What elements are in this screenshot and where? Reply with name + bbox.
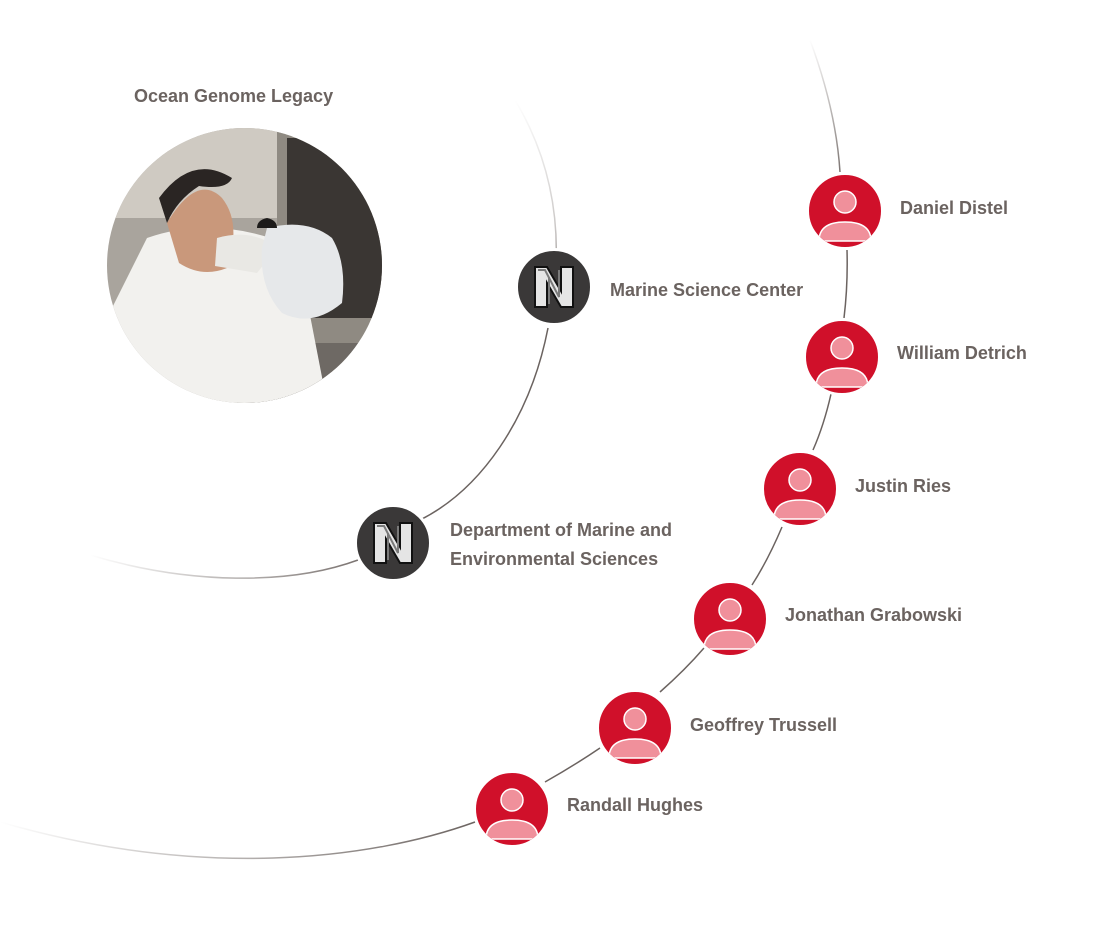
outer-arc-seg-2	[812, 393, 832, 451]
outer-arc-top	[809, 39, 841, 173]
org-label-marine-env-sciences-line2[interactable]: Environmental Sciences	[450, 549, 659, 569]
inner-arc-middle	[419, 327, 549, 521]
inner-arc-bottom	[89, 554, 359, 579]
outer-arc-bottom	[0, 821, 476, 860]
person-avatar-icon	[608, 707, 662, 759]
person-avatar-icon	[703, 598, 757, 650]
person-label-jonathan-grabowski[interactable]: Jonathan Grabowski	[785, 605, 963, 625]
org-label-marine-env-sciences-line1[interactable]: Department of Marine and	[450, 520, 673, 540]
person-avatar-icon	[773, 468, 827, 520]
person-avatar-icon	[818, 190, 872, 242]
person-label-justin-ries[interactable]: Justin Ries	[855, 476, 952, 496]
org-node-marine-env-sciences[interactable]	[354, 504, 432, 582]
inner-arc-top	[514, 99, 558, 266]
featured-title[interactable]: Ocean Genome Legacy	[134, 86, 334, 106]
person-avatar-icon	[485, 788, 539, 840]
northeastern-n-logo-icon	[534, 266, 574, 308]
northeastern-n-logo-icon	[373, 522, 413, 564]
person-label-geoffrey-trussell[interactable]: Geoffrey Trussell	[690, 715, 838, 735]
org-label-marine-science-center[interactable]: Marine Science Center	[610, 280, 804, 300]
org-node-marine-science-center[interactable]	[515, 248, 593, 326]
outer-arc-seg-3	[751, 526, 783, 586]
scientist-with-freezer-photo	[107, 128, 382, 403]
person-node-justin-ries[interactable]	[761, 450, 839, 528]
person-node-william-detrich[interactable]	[803, 318, 881, 396]
person-label-daniel-distel[interactable]: Daniel Distel	[900, 198, 1009, 218]
person-node-geoffrey-trussell[interactable]	[596, 689, 674, 767]
person-node-jonathan-grabowski[interactable]	[691, 580, 769, 658]
person-avatar-icon	[815, 336, 869, 388]
person-node-daniel-distel[interactable]	[806, 172, 884, 250]
person-label-william-detrich[interactable]: William Detrich	[897, 343, 1027, 363]
outer-arc-seg-1	[843, 249, 848, 319]
person-node-randall-hughes[interactable]	[473, 770, 551, 848]
outer-arc-seg-5	[544, 747, 601, 783]
scientist-photo[interactable]	[107, 128, 382, 403]
person-label-randall-hughes[interactable]: Randall Hughes	[567, 795, 704, 815]
outer-arc-seg-4	[659, 647, 705, 693]
